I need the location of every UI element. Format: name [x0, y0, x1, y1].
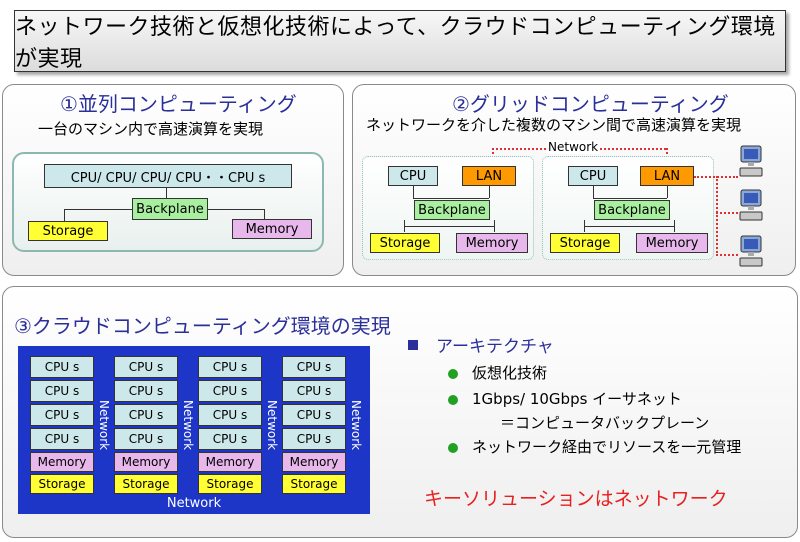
grid-node-1-memory: Memory: [456, 233, 528, 253]
connector: [413, 186, 414, 198]
cloud-col-2-cpu-4: CPU s: [114, 428, 178, 450]
network-line: [716, 212, 738, 214]
cloud-col-3-cpu-4: CPU s: [198, 428, 262, 450]
grid-node-1-lan: LAN: [462, 166, 516, 186]
cloud-col-3-cpu-1: CPU s: [198, 356, 262, 378]
connector: [404, 226, 494, 227]
grid-network-label: Network: [546, 140, 601, 154]
architecture-item-2: 1Gbps/ 10Gbps イーサネット: [472, 390, 682, 408]
parallel-title: ①並列コンピューティング: [60, 92, 297, 116]
connector: [494, 220, 495, 232]
grid-node-2-lan: LAN: [640, 166, 694, 186]
grid-node-1-backplane: Backplane: [414, 200, 490, 220]
cloud-vnet-1: Network: [97, 399, 111, 451]
cloud-col-1-storage: Storage: [30, 474, 94, 494]
cloud-vnet-4: Network: [349, 399, 363, 451]
grid-node-2-storage: Storage: [550, 233, 620, 253]
grid-node-2-cpu: CPU: [568, 166, 618, 186]
parallel-backplane: Backplane: [132, 198, 208, 220]
computer-terminal-icon: [739, 235, 763, 267]
connector: [489, 186, 490, 198]
key-solution-text: キーソリューションはネットワーク: [424, 488, 728, 510]
grid-node-2-backplane: Backplane: [594, 200, 670, 220]
computer-terminal-icon: [739, 189, 763, 221]
grid-node-2-memory: Memory: [636, 233, 708, 253]
cloud-col-1-cpu-3: CPU s: [30, 404, 94, 426]
cloud-network-bar: Network: [18, 492, 370, 514]
grid-title: ②グリッドコンピューティング: [452, 92, 729, 116]
cloud-col-2-cpu-2: CPU s: [114, 380, 178, 402]
parallel-cpu-row: CPU/ CPU/ CPU/ CPU・・CPU s: [44, 164, 292, 188]
cloud-col-2-cpu-1: CPU s: [114, 356, 178, 378]
page-title: ネットワーク技術と仮想化技術によって、クラウドコンピューティング環境が実現: [14, 10, 786, 72]
cloud-col-4-cpu-1: CPU s: [282, 356, 346, 378]
cloud-vnet-2: Network: [181, 399, 195, 451]
parallel-storage: Storage: [28, 221, 108, 241]
connector: [64, 209, 132, 210]
grid-node-1-cpu: CPU: [388, 166, 438, 186]
cloud-col-1-memory: Memory: [30, 452, 94, 472]
parallel-subtitle: 一台のマシン内で高速演算を実現: [38, 120, 264, 138]
connector: [584, 226, 674, 227]
network-line: [716, 254, 738, 256]
page-title-text: ネットワーク技術と仮想化技術によって、クラウドコンピューティング環境が実現: [15, 15, 776, 72]
connector: [166, 188, 167, 198]
cloud-col-2-memory: Memory: [114, 452, 178, 472]
architecture-bullet-dot: [448, 395, 458, 405]
cloud-col-3-memory: Memory: [198, 452, 262, 472]
parallel-memory: Memory: [232, 219, 312, 239]
connector: [64, 209, 65, 221]
cloud-col-3-storage: Storage: [198, 474, 262, 494]
cloud-col-1-cpu-1: CPU s: [30, 356, 94, 378]
cloud-vnet-3: Network: [265, 399, 279, 451]
architecture-bullet-dot: [448, 369, 458, 379]
cloud-col-3-cpu-2: CPU s: [198, 380, 262, 402]
cloud-col-1-cpu-2: CPU s: [30, 380, 94, 402]
architecture-bullet-dot: [448, 443, 458, 453]
architecture-item-3: ネットワーク経由でリソースを一元管理: [472, 438, 742, 456]
cloud-col-1-cpu-4: CPU s: [30, 428, 94, 450]
connector: [674, 220, 675, 232]
cloud-col-4-cpu-4: CPU s: [282, 428, 346, 450]
cloud-title: ③クラウドコンピューティング環境の実現: [14, 314, 391, 338]
cloud-col-2-storage: Storage: [114, 474, 178, 494]
grid-subtitle: ネットワークを介した複数のマシン間で高速演算を実現: [366, 116, 742, 134]
connector: [593, 198, 667, 199]
architecture-bullet-square: [408, 340, 418, 350]
architecture-item-2-sub: ＝コンピュータバックプレーン: [500, 414, 710, 432]
cloud-col-4-storage: Storage: [282, 474, 346, 494]
grid-node-1-storage: Storage: [370, 233, 440, 253]
cloud-network-label: Network: [166, 495, 222, 511]
cloud-col-4-cpu-3: CPU s: [282, 404, 346, 426]
cloud-col-4-memory: Memory: [282, 452, 346, 472]
connector: [264, 209, 265, 219]
architecture-item-1: 仮想化技術: [472, 364, 548, 382]
connector: [593, 186, 594, 198]
network-line: [716, 176, 718, 256]
connector: [208, 209, 264, 210]
architecture-heading: アーキテクチャ: [436, 337, 554, 357]
cloud-col-2-cpu-3: CPU s: [114, 404, 178, 426]
connector: [413, 198, 489, 199]
cloud-col-3-cpu-3: CPU s: [198, 404, 262, 426]
connector: [667, 186, 668, 198]
computer-terminal-icon: [739, 145, 763, 177]
cloud-col-4-cpu-2: CPU s: [282, 380, 346, 402]
